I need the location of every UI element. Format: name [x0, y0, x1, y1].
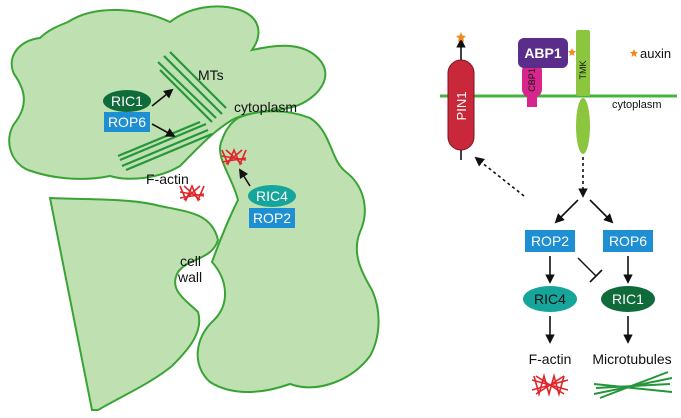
- auxin-legend-star-icon: [630, 49, 638, 57]
- cbp1-protein: [522, 62, 542, 98]
- tmk-receptor-intracellular: [576, 98, 590, 154]
- pavement-cells-illustration: RIC1 ROP6 RIC4 ROP2 MTs cytoplasm F-acti…: [8, 5, 380, 411]
- factin-icon: [531, 373, 569, 397]
- rop6-node: [603, 230, 653, 252]
- rop6-node-label: ROP6: [609, 233, 647, 249]
- lower-right-cell: [196, 110, 380, 393]
- mts-label: MTs: [198, 67, 224, 83]
- dotted-arrow-rop2-to-pin1: [474, 156, 525, 197]
- rop6-node-cell: [104, 112, 150, 132]
- factin-label-cell: F-actin: [146, 171, 189, 187]
- cell-wall-label-line2: wall: [177, 269, 202, 285]
- arrow-rop6-to-mts: [151, 123, 176, 137]
- ric4-node-cell: [248, 185, 296, 207]
- ric1-label-cell: RIC1: [111, 93, 143, 109]
- ric4-label-cell: RIC4: [256, 188, 288, 204]
- auxin-legend-label: auxin: [640, 46, 671, 61]
- tmk-receptor-extracellular: [576, 30, 590, 96]
- rop2-node-cell: [249, 208, 295, 228]
- arrow-to-rop2: [554, 199, 579, 224]
- cbp1-anchor: [527, 97, 537, 107]
- rop2-node: [525, 230, 575, 252]
- factin-patch-lower-cell: [221, 147, 247, 167]
- ric4-node: [523, 286, 577, 312]
- ric1-node-cell: [103, 90, 151, 112]
- pin1-transporter: [447, 59, 475, 151]
- ric1-node: [601, 286, 655, 312]
- rop6-label-cell: ROP6: [108, 114, 146, 130]
- ric1-node-label: RIC1: [612, 291, 644, 307]
- abp1-label: ABP1: [524, 45, 562, 61]
- cell-wall-label-line1: cell: [180, 253, 201, 269]
- factin-label: F-actin: [529, 351, 572, 367]
- microtubule-bundle-upper: [157, 51, 227, 123]
- signaling-pathway: cytoplasm PIN1 CBP1 ABP1 TMK auxin: [440, 30, 677, 399]
- auxin-star-pin1-icon: [456, 32, 466, 42]
- rop2-label-cell: ROP2: [253, 210, 291, 226]
- arrow-rop2-to-actin: [238, 168, 251, 187]
- cytoplasm-label-cell: cytoplasm: [234, 99, 297, 115]
- inhibition-bar: [589, 269, 603, 283]
- cbp1-label: CBP1: [527, 68, 537, 92]
- microtubules-label: Microtubules: [592, 351, 671, 367]
- microtubule-bundle-lower: [117, 120, 213, 172]
- arrow-ric1-to-mts: [151, 88, 174, 107]
- ric4-node-label: RIC4: [534, 291, 566, 307]
- lower-left-cell: [48, 196, 220, 411]
- factin-patch-upper-cell: [179, 183, 205, 203]
- abp1-protein: [518, 38, 568, 68]
- auxin-star-abp1-icon: [568, 48, 576, 56]
- microtubules-icon: [593, 371, 673, 399]
- arrow-to-rop6: [589, 199, 614, 224]
- tmk-label: TMK: [578, 61, 588, 80]
- inhibition-rop2-to-ric1: [577, 257, 597, 277]
- rop2-node-label: ROP2: [531, 233, 569, 249]
- cytoplasm-label-membrane: cytoplasm: [612, 99, 662, 111]
- pin1-label: PIN1: [454, 92, 469, 121]
